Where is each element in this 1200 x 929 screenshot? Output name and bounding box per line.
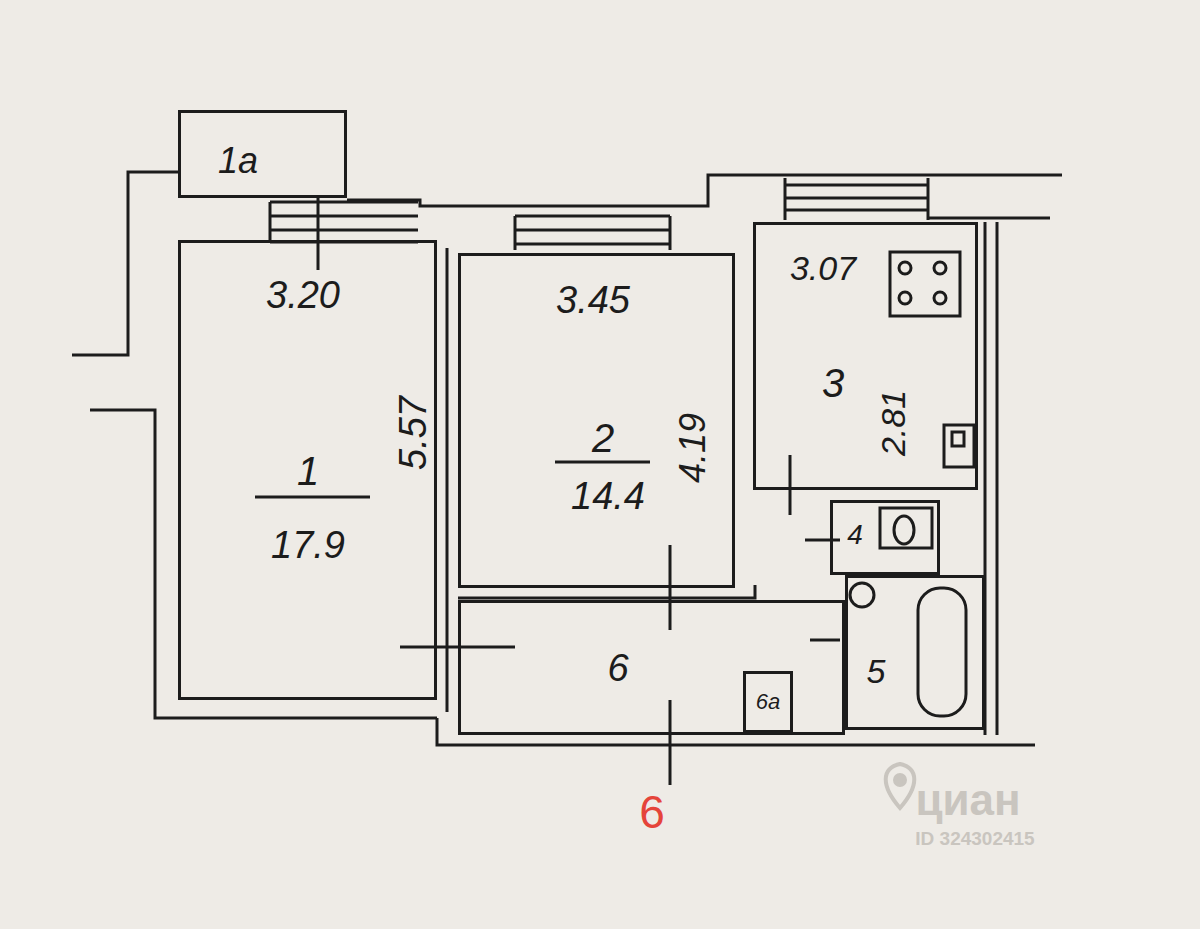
room-number: 5 [867,654,886,688]
room-number: 3 [822,363,844,403]
room-number: 6a [756,691,780,713]
section-mark: 6 [639,789,665,835]
closet-room: 6a [743,671,793,733]
watermark-id: ID 324302415 [915,829,1034,848]
hall-room: 6 6a [458,600,845,735]
bath-room: 5 [845,575,985,730]
room-number: 2 [592,418,614,458]
room-number: 2.81 [876,390,910,456]
room-number: 4.19 [675,413,711,483]
balcony-room: 1a [178,110,347,198]
bedroom: 3.45 2 14.4 4.19 [458,253,735,588]
dimension-label: 3.07 [790,251,856,285]
watermark-pin [886,764,915,808]
room-number: 1a [218,143,258,179]
room-number: 5.57 [394,396,432,470]
room-number: 4 [847,521,863,549]
room-number: 1 [297,451,319,491]
room-number: 17.9 [271,526,345,564]
living-room: 3.20 1 17.9 5.57 [178,240,437,700]
dimension-label: 3.20 [266,276,340,314]
watermark-logo: циан [915,778,1020,822]
toilet-room: 4 [830,500,940,575]
room-number: 6 [607,649,628,687]
room-number: 14.4 [571,477,645,515]
kitchen-room: 3.07 3 2.81 [753,222,978,490]
dimension-label: 3.45 [556,281,630,319]
